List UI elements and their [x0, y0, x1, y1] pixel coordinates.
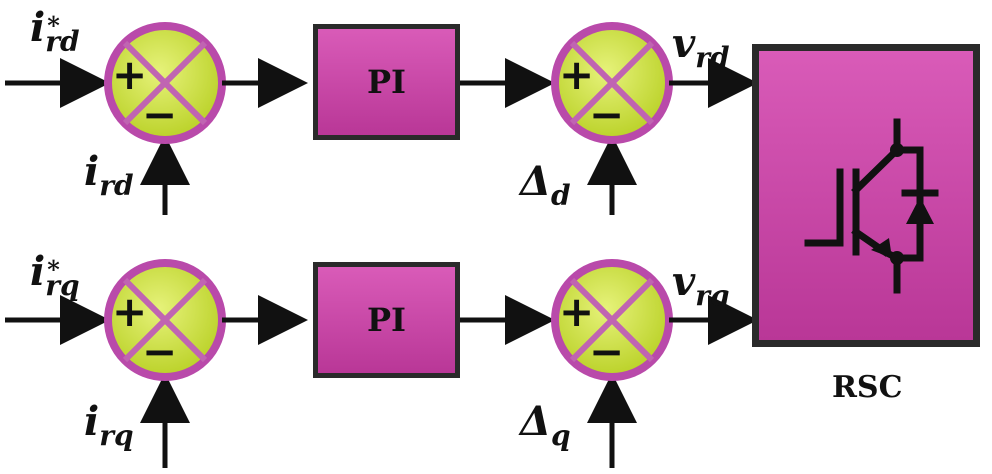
label-delta-d: Δd	[520, 158, 571, 212]
label-i-rq: irq	[84, 398, 134, 452]
plus-sign-2d: +	[559, 50, 595, 99]
minus-sign-1d: −	[142, 90, 178, 139]
pi-block-d	[313, 24, 460, 140]
label-delta-q: Δq	[520, 398, 571, 452]
pi-label-d: PI	[366, 63, 407, 101]
rsc-block	[752, 44, 980, 347]
plus-sign-2q: +	[559, 287, 595, 336]
plus-sign-1q: +	[112, 287, 148, 336]
label-v-rd: vrd	[672, 20, 730, 74]
minus-sign-2q: −	[589, 327, 625, 376]
pi-label-q: PI	[366, 301, 407, 339]
label-v-rq: vrq	[672, 258, 730, 312]
label-i-rq-ref: i*rq	[30, 248, 80, 302]
label-i-rd-ref: i*rd	[30, 4, 80, 58]
pi-block-q	[313, 262, 460, 378]
minus-sign-1q: −	[142, 327, 178, 376]
row-d	[5, 22, 758, 215]
minus-sign-2d: −	[589, 90, 625, 139]
plus-sign-1d: +	[112, 50, 148, 99]
label-i-rd: ird	[84, 148, 134, 202]
row-q	[5, 259, 758, 468]
rsc-caption: RSC	[832, 370, 903, 405]
